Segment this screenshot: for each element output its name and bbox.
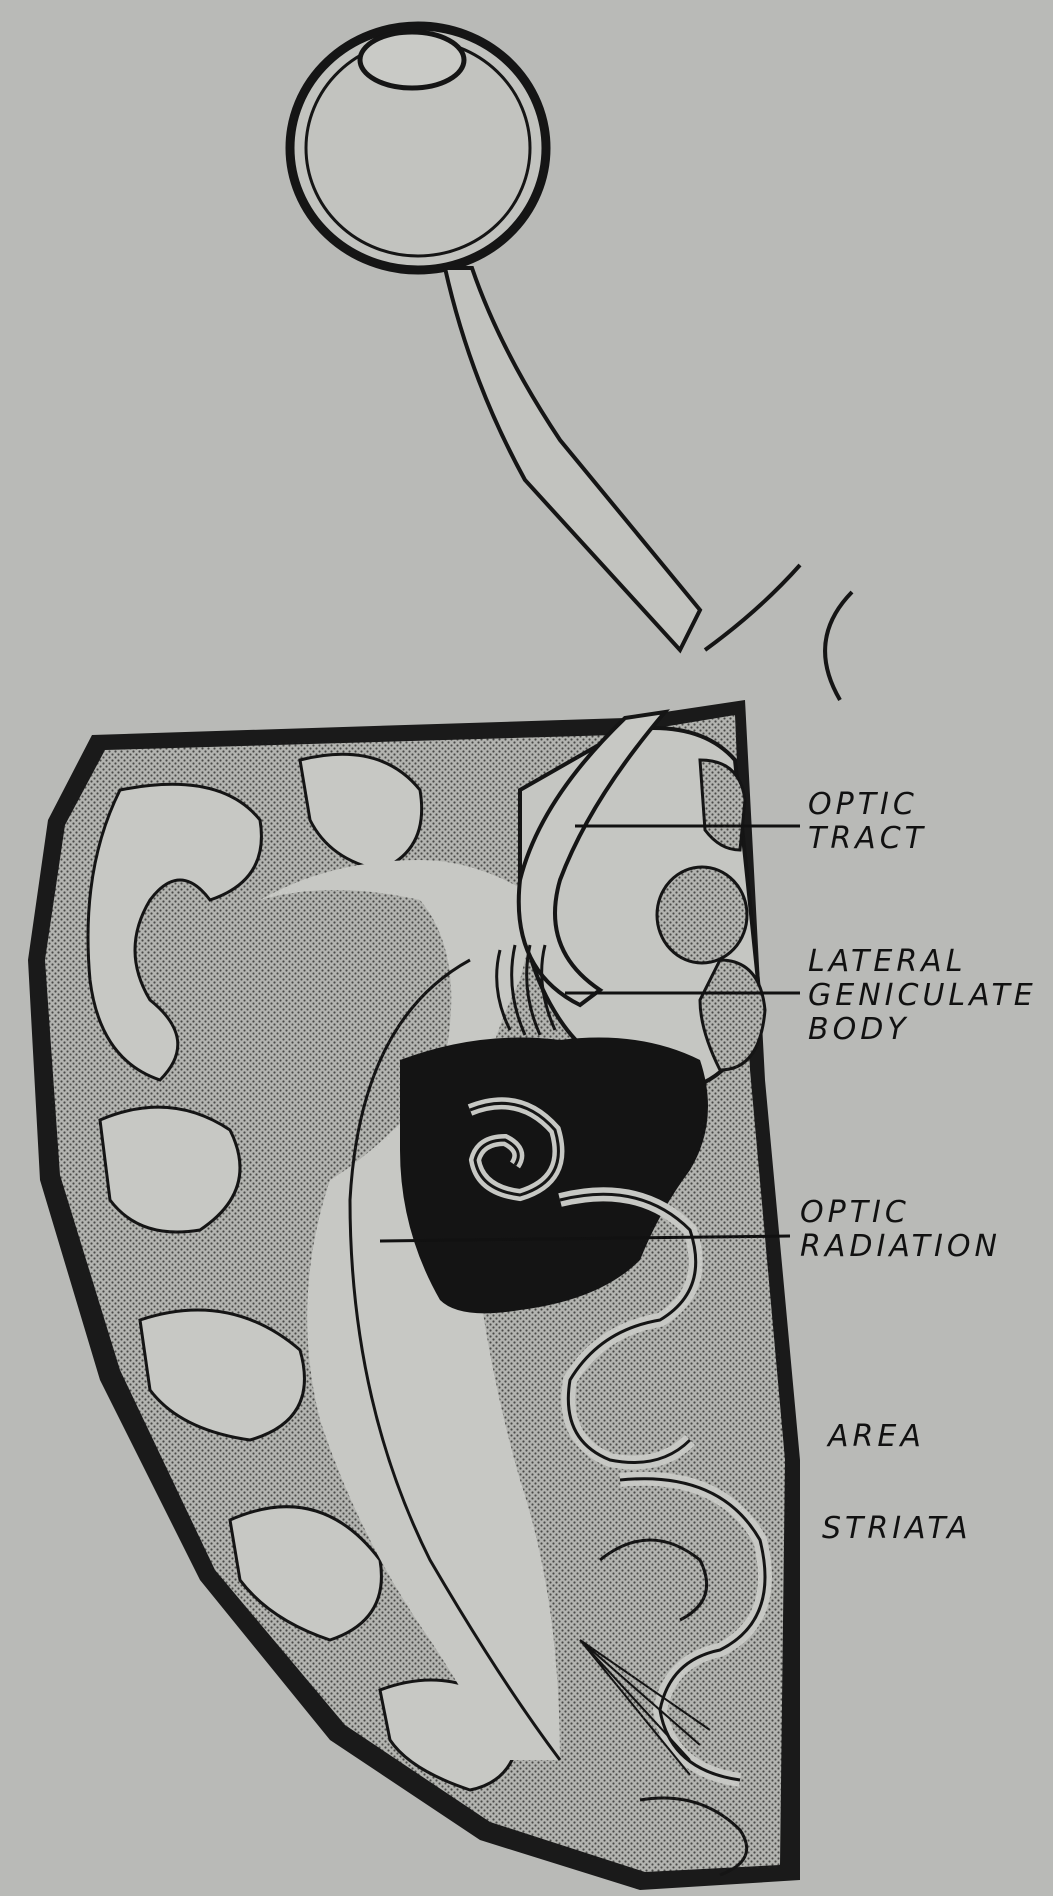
label-line: OPTIC: [808, 788, 927, 822]
label-line: TRACT: [808, 822, 927, 856]
label-optic-tract: OPTIC TRACT: [808, 788, 927, 856]
eyeball: [290, 26, 546, 270]
label-line: BODY: [808, 1013, 1037, 1047]
optic-nerve: [445, 268, 700, 650]
label-optic-radiation: OPTIC RADIATION: [800, 1196, 1001, 1264]
gyrus-core: [100, 1107, 240, 1232]
label-line: OPTIC: [800, 1196, 1001, 1230]
lens: [360, 32, 464, 88]
label-line: STRIATA: [822, 1512, 972, 1546]
optic-chiasm: [705, 565, 852, 700]
label-lateral-geniculate-body: LATERAL GENICULATE BODY: [808, 945, 1037, 1047]
brain-section: [28, 700, 800, 1890]
label-line: AREA: [828, 1420, 925, 1454]
label-line: LATERAL: [808, 945, 1037, 979]
label-area-striata-2: STRIATA: [822, 1512, 972, 1546]
label-line: GENICULATE: [808, 979, 1037, 1013]
nucleus: [657, 867, 747, 963]
label-area-striata: AREA: [828, 1420, 925, 1454]
label-line: RADIATION: [800, 1230, 1001, 1264]
